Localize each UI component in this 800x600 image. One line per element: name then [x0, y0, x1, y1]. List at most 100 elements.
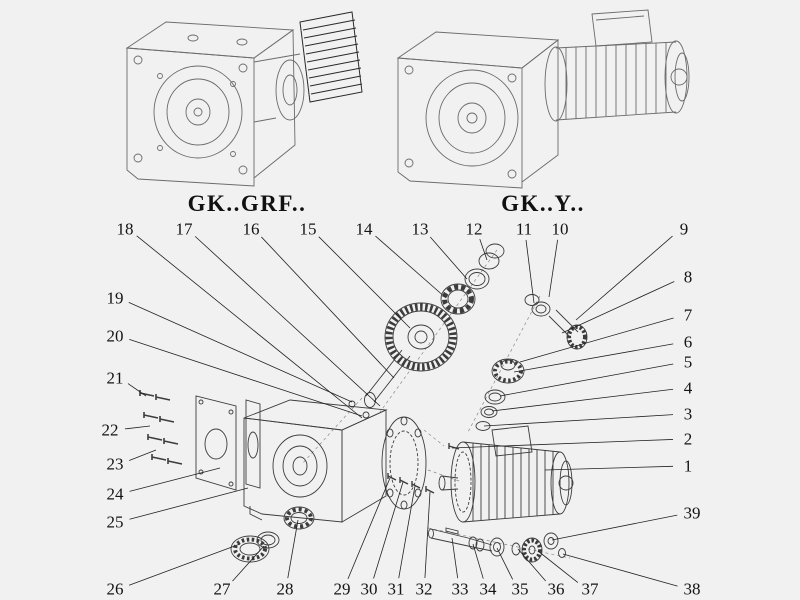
leader-line-5 [499, 363, 674, 397]
callout-20: 20 [107, 327, 124, 346]
callout-3: 3 [684, 405, 693, 424]
callout-31: 31 [388, 580, 405, 599]
exploded-motor-drawing [438, 425, 574, 523]
callout-12: 12 [466, 220, 483, 239]
callout-37: 37 [582, 580, 600, 599]
callout-18: 18 [117, 220, 134, 239]
leader-line-2 [451, 439, 674, 449]
leader-line-18 [136, 235, 363, 419]
bolt-set-flange [387, 473, 435, 494]
bolt-set-left [139, 390, 183, 465]
callout-13: 13 [412, 220, 429, 239]
end-washer [558, 548, 566, 558]
callout-35: 35 [512, 580, 529, 599]
leader-line-23 [129, 449, 157, 461]
cover-plate-drawing [195, 395, 261, 491]
callout-10: 10 [552, 220, 569, 239]
leader-line-36 [517, 548, 546, 582]
leader-line-19 [128, 302, 353, 403]
gearbox-y-drawing [396, 9, 690, 189]
leader-line-21 [127, 383, 147, 397]
callout-39: 39 [684, 504, 701, 523]
ring-12a [478, 252, 500, 270]
callout-28: 28 [277, 580, 294, 599]
callout-8: 8 [684, 268, 693, 287]
callout-24: 24 [107, 485, 125, 504]
bearing-14 [440, 283, 476, 315]
leader-line-17 [194, 236, 381, 407]
ring-12b [485, 243, 505, 259]
leader-line-33 [451, 537, 459, 579]
leader-line-12 [479, 239, 488, 261]
terminal-box [591, 9, 653, 47]
leader-line-14 [375, 235, 447, 299]
callout-27: 27 [214, 580, 232, 599]
leader-line-29 [347, 477, 391, 580]
callout-23: 23 [107, 455, 124, 474]
leader-line-27 [232, 545, 265, 582]
callout-32: 32 [416, 580, 433, 599]
leader-line-24 [129, 467, 221, 492]
callout-21: 21 [107, 369, 124, 388]
callout-19: 19 [107, 289, 124, 308]
leader-line-35 [496, 547, 514, 580]
leader-line-22 [124, 425, 151, 430]
leader-line-11 [525, 239, 535, 304]
leader-line-8 [561, 281, 675, 334]
callout-38: 38 [684, 580, 701, 599]
callout-26: 26 [107, 580, 124, 599]
callout-25: 25 [107, 513, 124, 532]
callout-29: 29 [334, 580, 351, 599]
leader-line-30 [373, 481, 404, 579]
motor-screw [448, 443, 460, 450]
leader-line-4 [491, 388, 674, 412]
leader-line-37 [537, 550, 579, 583]
callout-16: 16 [243, 220, 260, 239]
output-pinion [543, 532, 559, 550]
callout-1: 1 [684, 457, 693, 476]
leader-line-39 [551, 514, 678, 541]
model-label-y: GK..Y.. [501, 191, 585, 216]
shaft-key [445, 527, 459, 535]
callout-30: 30 [361, 580, 378, 599]
motor-drawing [544, 9, 690, 122]
leader-line-31 [398, 485, 416, 579]
callout-4: 4 [684, 379, 693, 398]
motor-terminal-box [491, 425, 533, 457]
callout-9: 9 [680, 220, 689, 239]
callout-15: 15 [300, 220, 317, 239]
housing-drawing [243, 399, 427, 523]
fin-block [299, 11, 363, 103]
callout-17: 17 [176, 220, 194, 239]
leader-line-13 [429, 236, 468, 280]
leader-line-9 [575, 235, 673, 321]
leader-line-28 [287, 519, 299, 579]
callout-33: 33 [452, 580, 469, 599]
leader-line-7 [519, 317, 674, 363]
bevel-gear-stack [475, 358, 525, 431]
input-pinion-assembly [524, 294, 588, 350]
leader-line-3 [483, 414, 674, 427]
callout-2: 2 [684, 430, 693, 449]
callout-5: 5 [684, 353, 693, 372]
callout-6: 6 [684, 333, 693, 352]
leader-line-10 [548, 239, 559, 298]
callout-7: 7 [684, 306, 693, 325]
exploded-view-drawing [139, 243, 588, 563]
ring-13 [464, 268, 490, 290]
leader-line-32 [424, 491, 431, 579]
main-gear-stack [364, 243, 505, 408]
leader-line-34 [472, 543, 484, 579]
gearbox-grf-drawing [125, 11, 363, 187]
gasket-drawing [245, 399, 261, 489]
leader-line-16 [261, 236, 395, 379]
model-label-grf: GK..GRF.. [188, 191, 307, 216]
leader-line-6 [513, 343, 674, 373]
leader-line-20 [129, 339, 363, 417]
callout-34: 34 [480, 580, 498, 599]
leader-line-26 [128, 543, 241, 586]
leader-line-38 [562, 553, 678, 587]
